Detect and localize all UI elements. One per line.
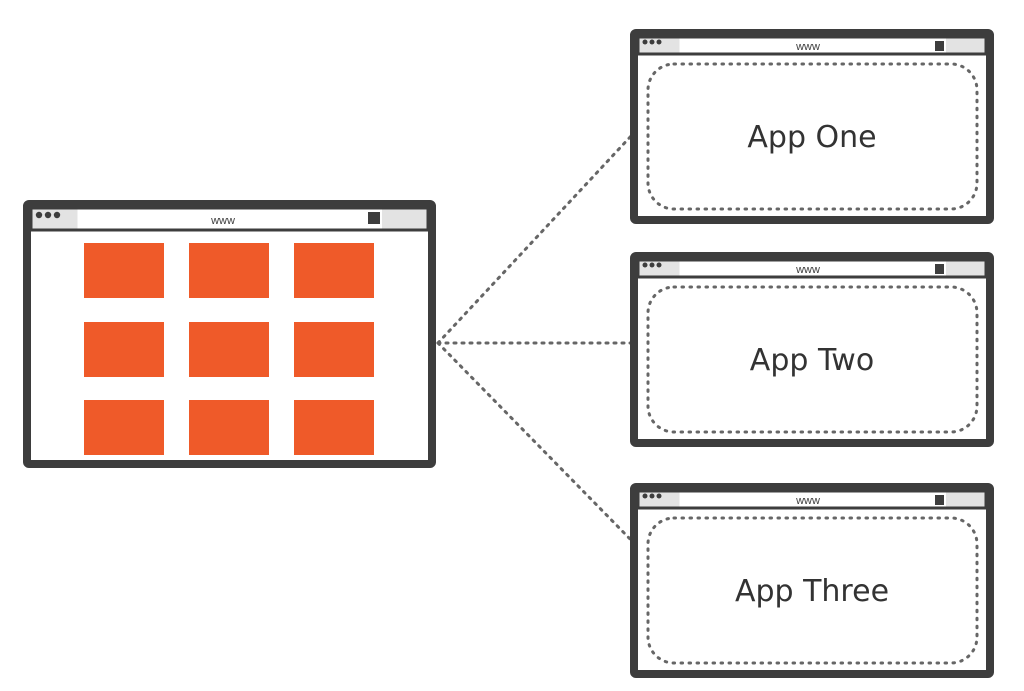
content-tile	[294, 243, 374, 298]
main-title-bar-left-fill	[32, 209, 78, 229]
main-square-icon	[368, 212, 380, 224]
app-browser-frame	[630, 252, 994, 447]
app-label: App One	[747, 120, 876, 155]
app-browser-frame	[630, 483, 994, 678]
window-dot-icon	[53, 211, 61, 219]
app-one-browser: www App One	[630, 29, 994, 224]
app-square-icon	[935, 41, 944, 51]
content-tile	[189, 322, 269, 377]
content-tile	[84, 322, 164, 377]
window-dot-icon	[656, 39, 662, 45]
app-label: App Three	[735, 574, 889, 609]
app-url-text: www	[795, 495, 820, 507]
window-dot-icon	[642, 39, 648, 45]
app-label: App Two	[750, 343, 874, 378]
main-title-bar	[29, 206, 430, 232]
content-tile	[189, 243, 269, 298]
app-square-icon	[935, 264, 944, 274]
tile-grid	[84, 243, 374, 455]
app-title-bar	[636, 35, 988, 56]
window-dot-icon	[35, 211, 43, 219]
app-browser-frame	[630, 29, 994, 224]
content-tile	[294, 322, 374, 377]
app-dotted-placeholder	[646, 62, 979, 211]
window-dot-icon	[642, 262, 648, 268]
window-dot-icon	[649, 39, 655, 45]
content-tile	[294, 400, 374, 455]
main-title-bar-right-fill	[382, 209, 427, 229]
app-url-text: www	[795, 41, 820, 53]
content-tile	[84, 400, 164, 455]
app-title-bar-right-fill	[946, 38, 985, 53]
window-dot-icon	[642, 493, 648, 499]
window-dot-icon	[656, 493, 662, 499]
app-title-bar	[636, 489, 988, 510]
content-tile	[189, 400, 269, 455]
window-dot-icon	[656, 262, 662, 268]
content-tile	[84, 243, 164, 298]
main-url-text: www	[210, 215, 235, 227]
window-dots	[35, 211, 61, 219]
app-url-text: www	[795, 264, 820, 276]
connector-app-one	[436, 133, 634, 345]
app-two-browser: www App Two	[630, 252, 994, 447]
app-square-icon	[935, 495, 944, 505]
main-site-browser: www	[23, 200, 436, 468]
window-dot-icon	[44, 211, 52, 219]
app-dotted-placeholder	[646, 285, 979, 434]
window-dot-icon	[649, 262, 655, 268]
connectors	[436, 133, 634, 543]
app-title-bar-right-fill	[946, 492, 985, 507]
app-dotted-placeholder	[646, 516, 979, 665]
app-title-bar	[636, 258, 988, 279]
window-dot-icon	[649, 493, 655, 499]
app-title-bar-right-fill	[946, 261, 985, 276]
connector-app-three	[436, 341, 634, 543]
app-three-browser: www App Three	[630, 483, 994, 678]
